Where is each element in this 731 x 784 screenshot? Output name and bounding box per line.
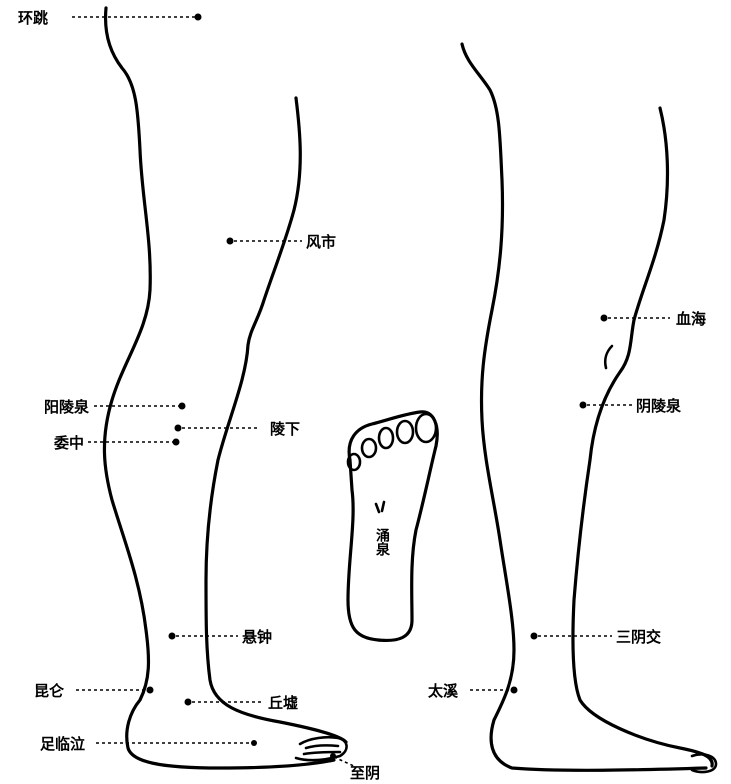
label-xiaxia: 陵下 — [270, 420, 300, 438]
left-leg-toe-lines — [304, 745, 340, 754]
weizhong-dot — [173, 439, 180, 446]
label-xuehai: 血海 — [676, 310, 706, 328]
fengshi-dot — [227, 238, 234, 245]
zulinqi-dot — [251, 740, 257, 746]
xiaxia-dot — [175, 425, 182, 432]
xuanzhong-dot — [169, 633, 176, 640]
huantiao-dot — [195, 14, 202, 21]
label-taixi: 太溪 — [428, 682, 459, 700]
zhiyin-dot — [330, 753, 336, 759]
label-zhiyin: 至阴 — [350, 764, 380, 782]
label-fengshi: 风市 — [306, 233, 336, 251]
labels: 环跳 风市 阳陵泉 陵下 委中 悬钟 昆仑 丘墟 足临泣 至阴 血海 阴陵泉 三… — [18, 9, 706, 782]
sanyinjiao-dot — [531, 633, 538, 640]
foot-sole — [348, 412, 437, 641]
foot-toe-1 — [416, 414, 436, 442]
qiuxu-dot — [185, 699, 192, 706]
label-yanglingquan: 阳陵泉 — [44, 398, 90, 416]
foot-toe-2 — [397, 421, 413, 443]
label-huantiao: 环跳 — [18, 9, 48, 27]
right-leg-front-outline — [573, 108, 712, 766]
label-zulinqi: 足临泣 — [40, 735, 85, 753]
label-qiuxu: 丘墟 — [268, 694, 298, 712]
left-leg — [104, 8, 346, 768]
foot-toe-4 — [362, 439, 376, 457]
yinlingquan-dot — [580, 402, 587, 409]
label-kunlun: 昆仑 — [34, 682, 65, 700]
label-weizhong: 委中 — [54, 434, 84, 452]
xuehai-dot — [601, 315, 608, 322]
label-sanyinjiao: 三阴交 — [616, 628, 661, 646]
yongquan-mark — [376, 502, 384, 512]
label-yinlingquan: 阴陵泉 — [636, 397, 682, 415]
kunlun-dot — [147, 687, 154, 694]
taixi-dot — [511, 687, 518, 694]
label-yongquan: 涌泉 — [374, 528, 390, 557]
yanglingquan-dot — [179, 403, 186, 410]
foot-toe-3 — [379, 428, 393, 448]
right-knee-curve — [605, 346, 612, 368]
leaders — [72, 14, 670, 768]
label-xuanzhong: 悬钟 — [242, 628, 272, 646]
left-leg-toes — [296, 737, 347, 760]
